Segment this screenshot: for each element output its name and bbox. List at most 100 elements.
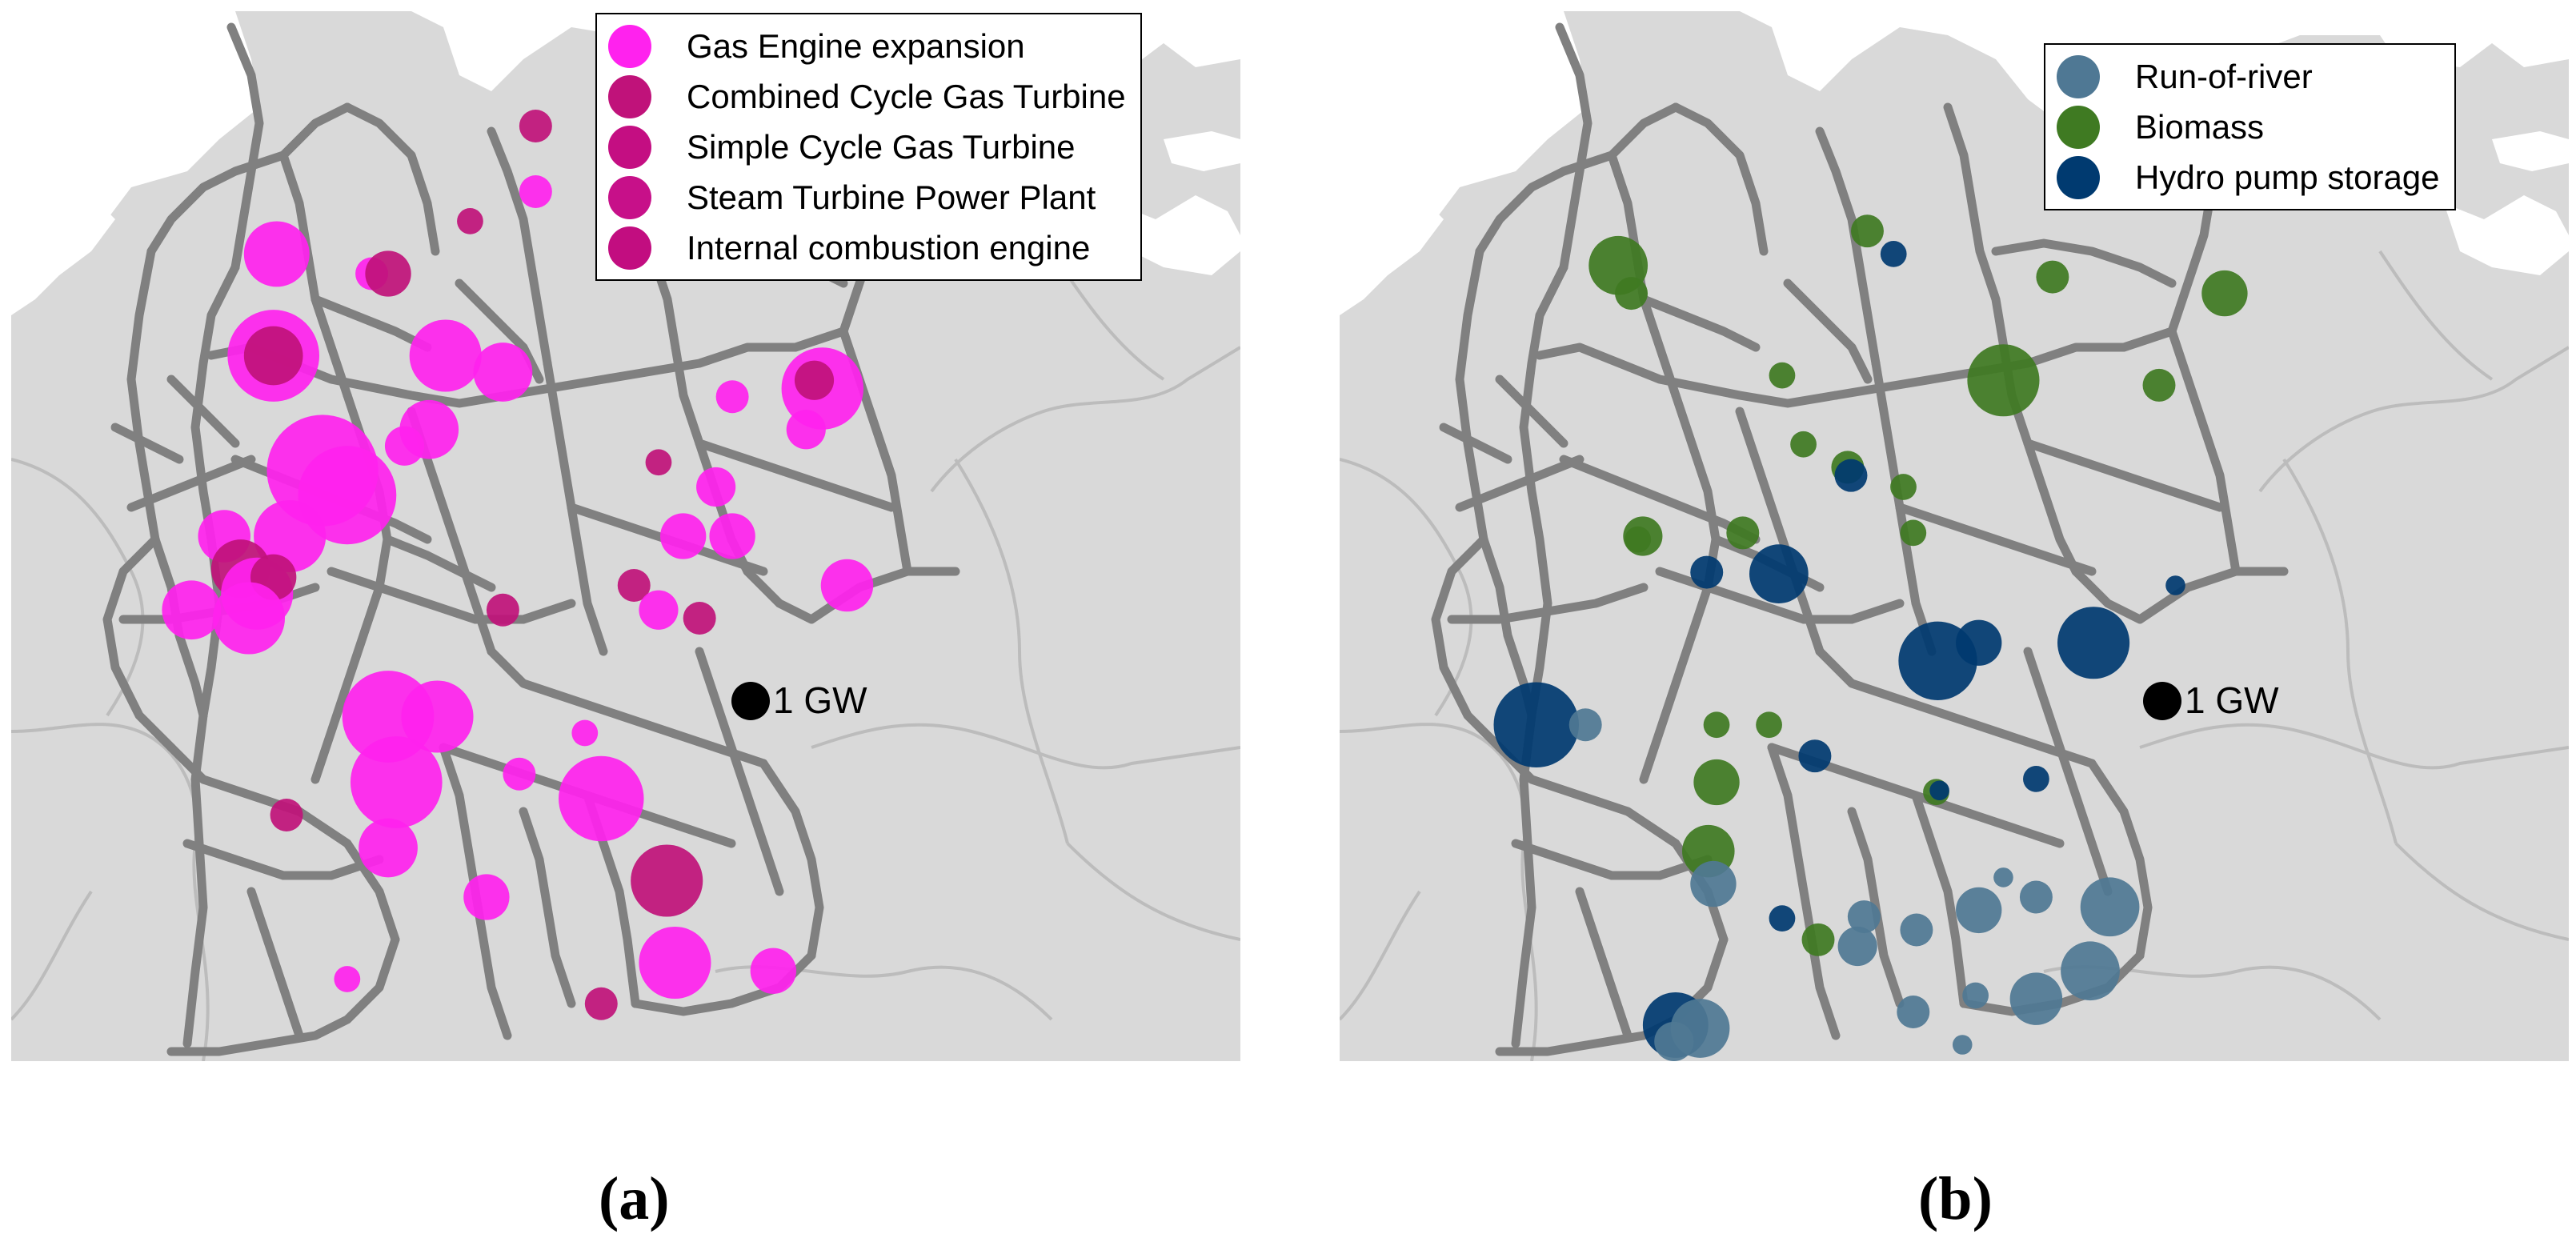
capacity-marker-gas-engine-expansion-47 [571, 719, 599, 747]
capacity-marker-gas-engine-expansion-6 [473, 343, 533, 402]
scale-marker-1gw-a [731, 682, 770, 720]
capacity-marker-hydro-pump-storage-3 [1880, 241, 1907, 267]
capacity-marker-biomass-15 [1726, 516, 1760, 550]
transmission-line-10 [278, 150, 352, 400]
capacity-marker-biomass-42 [1801, 923, 1835, 956]
transmission-line-19 [1815, 126, 1881, 368]
capacity-marker-gas-engine-expansion-28 [709, 513, 755, 559]
legend-swatch-biomass [2057, 105, 2100, 149]
capacity-marker-biomass-1 [1615, 277, 1649, 310]
capacity-marker-ccgt-32 [683, 602, 716, 635]
country-border-8 [11, 890, 93, 1021]
legend-swatch-ccgt [608, 74, 651, 118]
capacity-marker-biomass-6 [2201, 270, 2248, 317]
transmission-line-0 [226, 22, 264, 272]
country-border-8 [1340, 890, 1421, 1021]
transmission-line-32 [1511, 839, 1713, 880]
scale-label-a: 1 GW [773, 679, 867, 721]
capacity-marker-gas-engine-expansion-11 [254, 499, 327, 573]
legend-item-run-of-river: Run-of-river [2057, 51, 2440, 102]
capacity-marker-gas-engine-expansion-27 [660, 513, 707, 559]
capacity-marker-gas-engine-expansion-40 [463, 874, 510, 920]
capacity-marker-gas-engine-expansion-21 [715, 380, 749, 414]
capacity-marker-biomass-18 [1900, 519, 1927, 547]
sea-area-2 [1364, 203, 1444, 275]
capacity-marker-hydro-pump-storage-43 [1769, 905, 1796, 932]
transmission-line-34 [519, 807, 576, 1008]
capacity-marker-run-of-river-46 [1654, 1021, 1694, 1061]
transmission-line-33 [246, 887, 304, 1040]
transmission-line-21 [1735, 407, 1825, 656]
capacity-marker-biomass-12 [1890, 474, 1917, 500]
sea-area-4 [1164, 131, 1240, 171]
transmission-line-27 [1767, 743, 1841, 1040]
capacity-marker-biomass-7 [2142, 368, 2176, 402]
sea-area-1 [11, 11, 259, 315]
legend-item-ice: Internal combustion engine [608, 222, 1126, 273]
country-border-2 [2258, 346, 2569, 493]
transmission-line-35 [2023, 647, 2113, 896]
capacity-marker-hydro-pump-storage-27 [1798, 739, 1832, 773]
legend-swatch-hydro-pump-storage [2057, 155, 2100, 199]
legend-swatch-steam-turbine [608, 175, 651, 219]
transmission-line-36 [1895, 503, 2097, 576]
capacity-marker-gas-engine-expansion-17 [212, 582, 286, 655]
capacity-marker-biomass-4 [1967, 344, 2040, 417]
capacity-marker-gas-engine-expansion-39 [359, 818, 418, 878]
transmission-line-40 [2023, 439, 2225, 512]
transmission-line-35 [695, 647, 784, 896]
capacity-marker-hydro-pump-storage-23 [1493, 682, 1580, 767]
legend-label-ice: Internal combustion engine [687, 228, 1091, 266]
transmission-line-12 [1535, 343, 1841, 408]
capacity-marker-ccgt-23 [794, 360, 835, 400]
transmission-line-42 [166, 375, 240, 448]
country-border-1 [1340, 723, 1538, 1061]
capacity-marker-ccgt-38 [631, 844, 703, 917]
transmission-line-7 [102, 535, 176, 752]
capacity-marker-run-of-river-50 [1900, 913, 1933, 947]
transmission-line-16 [1943, 102, 2009, 352]
country-border-6 [2394, 842, 2569, 941]
transmission-line-22 [1815, 647, 2097, 768]
sea-area-3 [1116, 195, 1240, 275]
country-border-7 [2378, 250, 2494, 381]
capacity-marker-gas-engine-expansion-35 [401, 680, 474, 753]
legend-item-steam-turbine: Steam Turbine Power Plant [608, 172, 1126, 222]
country-border-1 [11, 723, 210, 1061]
capacity-marker-run-of-river-38 [2061, 941, 2120, 1001]
legend-label-steam-turbine: Steam Turbine Power Plant [687, 178, 1096, 216]
capacity-marker-gas-engine-expansion-45 [334, 966, 361, 992]
transmission-line-28 [327, 567, 576, 624]
legend-item-gas-engine: Gas Engine expansion [608, 21, 1126, 71]
capacity-marker-run-of-river-47 [1897, 996, 1930, 1028]
capacity-marker-hydro-pump-storage-21 [2057, 607, 2130, 679]
legend-swatch-ice [608, 226, 651, 270]
transmission-line-31 [1447, 583, 1649, 624]
transmission-line-39 [1991, 238, 2177, 288]
capacity-marker-ccgt-44 [584, 987, 618, 1020]
capacity-marker-gas-engine-expansion-16 [162, 580, 222, 640]
transmission-line-30 [126, 455, 256, 512]
transmission-line-9 [166, 935, 400, 1056]
transmission-line-7 [1431, 535, 1504, 752]
transmission-line-4 [343, 102, 440, 256]
capacity-marker-hydro-pump-storage-17 [1690, 555, 1724, 589]
map-panel-renewable-capacity: Run-of-river Biomass Hydro pump storage … [1340, 11, 2569, 1061]
capacity-marker-gas-engine-expansion-8 [298, 446, 397, 545]
country-border-4 [2282, 458, 2398, 844]
capacity-marker-biomass-5 [2036, 260, 2069, 294]
transmission-line-37 [455, 278, 544, 384]
legend-item-biomass: Biomass [2057, 102, 2440, 152]
country-border-3 [2139, 723, 2569, 770]
transmission-line-26 [1911, 791, 1969, 1008]
legend-label-ccgt: Combined Cycle Gas Turbine [687, 77, 1126, 115]
capacity-marker-gas-engine-expansion-10 [384, 426, 425, 466]
capacity-marker-run-of-river-30 [1690, 860, 1737, 907]
capacity-marker-biomass-9 [1790, 431, 1817, 458]
transmission-line-43 [110, 423, 184, 464]
sea-area-1 [1340, 11, 1588, 315]
capacity-marker-gas-engine-expansion-43 [750, 948, 796, 994]
transmission-line-23 [2087, 759, 2153, 960]
scale-marker-1gw-b [2143, 682, 2181, 720]
capacity-marker-gas-engine-expansion-24 [786, 410, 826, 450]
